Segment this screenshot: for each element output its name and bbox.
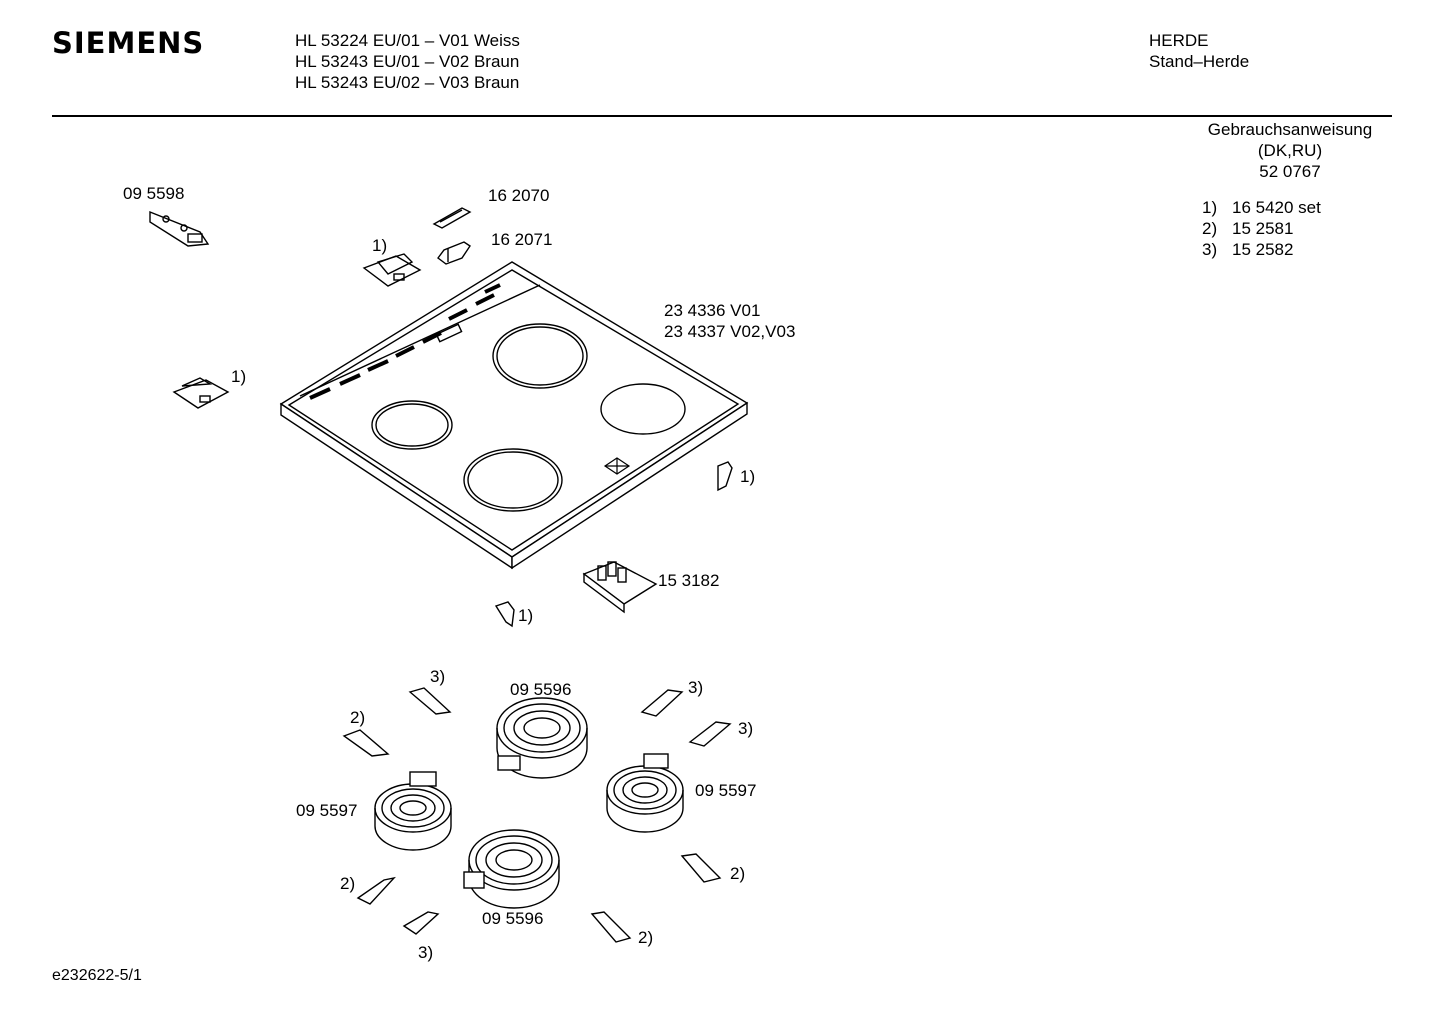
footnote: 3)15 2582 [1202, 240, 1294, 259]
part-label: 09 5596 [482, 909, 544, 928]
clip-part-162071 [437, 241, 471, 265]
heater-element-bottom [463, 829, 560, 909]
subcategory: Stand–Herde [1149, 52, 1250, 71]
part-label: 09 5597 [296, 801, 358, 820]
spring-clip-ref2 [342, 729, 390, 757]
manual-languages: (DK,RU) [1257, 141, 1323, 160]
clip-part-ref1-bottom [494, 601, 515, 628]
reference-label: 3) [430, 667, 446, 686]
heater-element-top [496, 697, 588, 779]
part-label: 23 4336 V01 [664, 301, 761, 320]
heater-element-right [606, 753, 684, 833]
model-line: HL 53243 EU/01 – V02 Braun [295, 52, 520, 71]
header-rule [52, 115, 1392, 117]
cooktop-panel [279, 261, 749, 570]
part-label: 16 2071 [491, 230, 553, 249]
reference-label: 3) [688, 678, 704, 697]
spring-clip-ref2 [680, 853, 722, 883]
part-label: 16 2070 [488, 186, 550, 205]
reference-label: 3) [738, 719, 754, 738]
reference-label: 1) [518, 606, 534, 625]
manual-info: Gebrauchsanweisung (DK,RU) 52 0767 [1190, 119, 1390, 182]
reference-label: 1) [372, 236, 388, 255]
reference-label: 2) [638, 928, 654, 947]
brand-logo: SIEMENS [52, 26, 205, 60]
bracket-part-ref1-left [172, 377, 230, 409]
spring-clip-ref2 [590, 911, 632, 943]
reference-label: 3) [418, 943, 434, 962]
document-id: e232622-5/1 [52, 967, 142, 984]
manual-title: Gebrauchsanweisung [1207, 120, 1373, 139]
category: HERDE [1149, 31, 1209, 50]
manual-number: 52 0767 [1259, 162, 1321, 181]
reference-label: 2) [350, 708, 366, 727]
clip-part-ref1-right [717, 461, 733, 492]
reference-label: 2) [730, 864, 746, 883]
part-label: 15 3182 [658, 571, 720, 590]
reference-label: 1) [231, 367, 247, 386]
part-label: 09 5597 [695, 781, 757, 800]
model-list: HL 53224 EU/01 – V01 Weiss HL 53243 EU/0… [295, 30, 520, 93]
part-label: 09 5598 [123, 184, 185, 203]
part-label: 09 5596 [510, 680, 572, 699]
spring-clip-ref3 [640, 689, 684, 717]
spring-clip-ref3 [688, 721, 732, 747]
bracket-part-ref1-top [362, 253, 422, 287]
bracket-part-095598 [149, 210, 210, 247]
spring-clip-ref2 [356, 876, 396, 905]
reference-label: 2) [340, 874, 356, 893]
terminal-block-153182 [582, 561, 658, 614]
footnote: 2)15 2581 [1202, 219, 1294, 238]
spring-clip-ref3 [402, 911, 440, 935]
footnote-list: 1)16 5420 set 2)15 2581 3)15 2582 [1202, 197, 1321, 260]
heater-element-left [374, 771, 452, 851]
model-line: HL 53243 EU/02 – V03 Braun [295, 73, 520, 92]
part-label: 23 4337 V02,V03 [664, 322, 796, 341]
model-line: HL 53224 EU/01 – V01 Weiss [295, 31, 520, 50]
clip-part-162070 [432, 207, 472, 229]
category-block: HERDE Stand–Herde [1149, 30, 1249, 72]
spring-clip-ref3 [408, 687, 452, 715]
footnote: 1)16 5420 set [1202, 198, 1321, 217]
reference-label: 1) [740, 467, 756, 486]
